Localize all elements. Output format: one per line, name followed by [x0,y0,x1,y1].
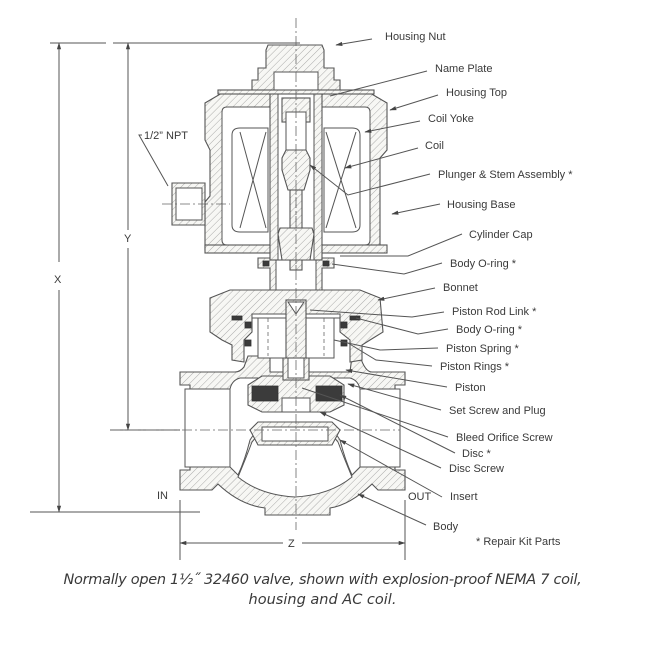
callout-name-plate: Name Plate [329,63,492,97]
disc [251,385,279,402]
npt-callout: 1/2” NPT [138,130,188,187]
label-disc: Disc * [462,448,491,460]
label-body: Body [433,521,459,533]
label-cylinder-cap: Cylinder Cap [469,229,533,241]
callout-housing-top: Housing Top [389,87,507,111]
callout-coil: Coil [344,140,444,169]
label-housing-base: Housing Base [447,199,516,211]
callout-coil-yoke: Coil Yoke [364,113,474,133]
callout-cylinder-cap: Cylinder Cap [340,229,533,257]
callout-body: Body [357,493,459,533]
label-piston-rod-link: Piston Rod Link * [452,306,537,318]
label-insert: Insert [450,491,478,503]
label-name-plate: Name Plate [435,63,492,75]
label-bleed-orifice-screw: Bleed Orifice Screw [456,432,553,444]
dimension-z: Z [179,500,406,560]
npt-port [162,182,230,226]
label-bonnet: Bonnet [443,282,478,294]
callout-disc-screw: Disc Screw [319,411,504,475]
callout-disc: Disc * [339,394,491,460]
callout-piston-rings: Piston Rings * [347,342,510,373]
dimension-y-label: Y [124,233,132,245]
label-body-o-ring-upper: Body O-ring * [450,258,517,270]
dimension-y: Y [110,42,300,431]
callout-body-o-ring-upper: Body O-ring * [331,258,517,275]
dimension-x: X [30,42,200,513]
npt-label: 1/2” NPT [144,130,188,142]
label-piston: Piston [455,382,486,394]
label-disc-screw: Disc Screw [449,463,504,475]
label-set-screw-plug: Set Screw and Plug [449,405,546,417]
dimension-z-label: Z [288,538,295,550]
label-piston-rings: Piston Rings * [440,361,510,373]
label-coil-yoke: Coil Yoke [428,113,474,125]
callout-plunger-stem: Plunger & Stem Assembly * [309,164,573,196]
label-housing-top: Housing Top [446,87,507,99]
callout-piston-rod-link: Piston Rod Link * [309,306,537,318]
piston-assembly [247,349,345,413]
inlet-label: IN [157,490,168,502]
label-piston-spring: Piston Spring * [446,343,519,355]
callout-piston: Piston [345,368,486,394]
caption-line-2: housing and AC coil. [248,592,397,608]
callout-insert: Insert [339,439,478,503]
insert [249,421,341,446]
callout-housing-base: Housing Base [391,199,516,215]
callout-body-o-ring-lower: Body O-ring * [355,317,523,336]
callout-housing-nut: Housing Nut [335,31,446,47]
label-body-o-ring-lower: Body O-ring * [456,324,523,336]
callouts: Housing Nut Name Plate Housing Top Coil … [301,31,573,533]
dimension-x-label: X [54,274,62,286]
bonnet [209,289,384,363]
label-plunger-stem: Plunger & Stem Assembly * [438,169,573,181]
label-housing-nut: Housing Nut [385,31,446,43]
callout-bonnet: Bonnet [377,282,478,301]
caption-line-1: Normally open 1½˝ 32460 valve, shown wit… [63,572,582,588]
callout-set-screw-plug: Set Screw and Plug [347,383,546,417]
label-coil: Coil [425,140,444,152]
repair-kit-legend: * Repair Kit Parts [476,536,561,548]
outlet-label: OUT [408,491,432,503]
